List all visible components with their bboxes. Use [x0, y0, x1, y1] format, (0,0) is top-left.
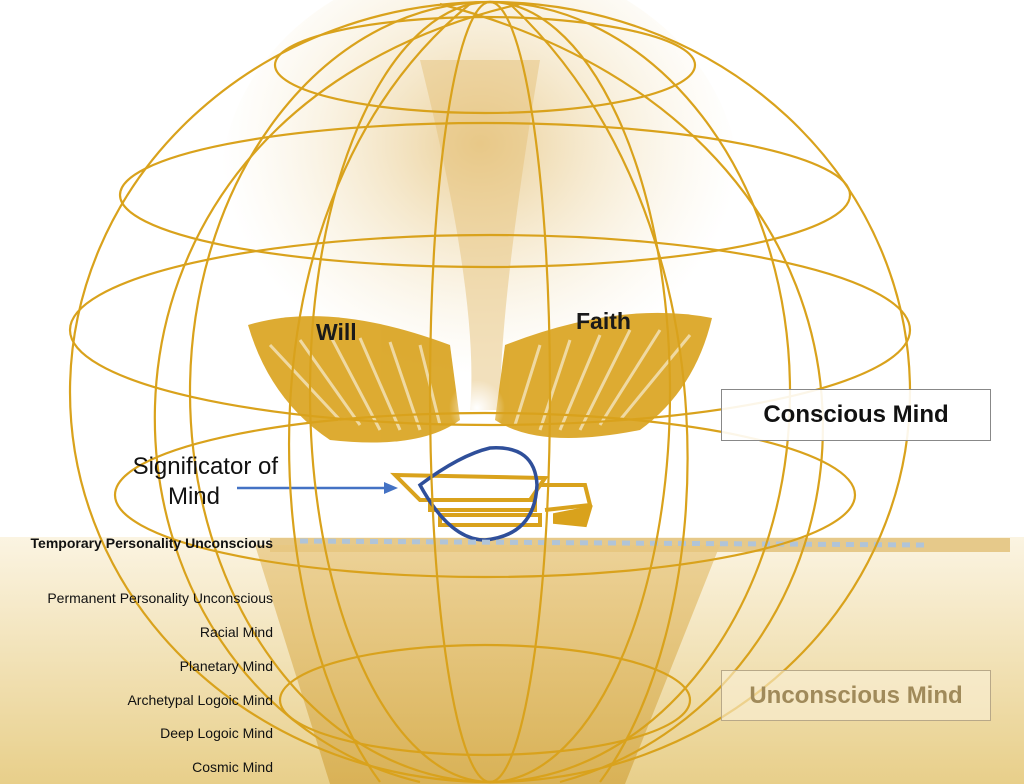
level-cosmic-mind: Cosmic Mind [192, 759, 273, 775]
level-temporary-personality: Temporary Personality Unconscious [30, 535, 273, 551]
conscious-mind-box: Conscious Mind [721, 389, 991, 441]
level-planetary-mind: Planetary Mind [179, 658, 273, 674]
level-racial-mind: Racial Mind [199, 624, 273, 640]
conscious-mind-label: Conscious Mind [763, 401, 949, 428]
level-permanent-personality: Permanent Personality Unconscious [47, 590, 273, 606]
significator-teardrop [417, 446, 539, 542]
dashed-divider [299, 538, 926, 548]
unconscious-mind-box: Unconscious Mind [721, 670, 991, 721]
arrow-head [384, 482, 398, 494]
significator-line1: Significator of [132, 453, 278, 480]
unconscious-funnel [255, 545, 720, 784]
central-light [449, 380, 505, 436]
will-label: Will [316, 319, 357, 345]
significator-figure [390, 472, 593, 528]
unconscious-mind-label: Unconscious Mind [749, 681, 963, 709]
faith-label: Faith [576, 308, 631, 334]
significator-label: Significator of Mind [98, 452, 278, 512]
wing-feathers [268, 329, 692, 431]
level-archetypal-logoic-mind: Archetypal Logoic Mind [127, 692, 273, 708]
significator-line2: Mind [167, 483, 220, 510]
level-deep-logoic-mind: Deep Logoic Mind [160, 725, 273, 741]
